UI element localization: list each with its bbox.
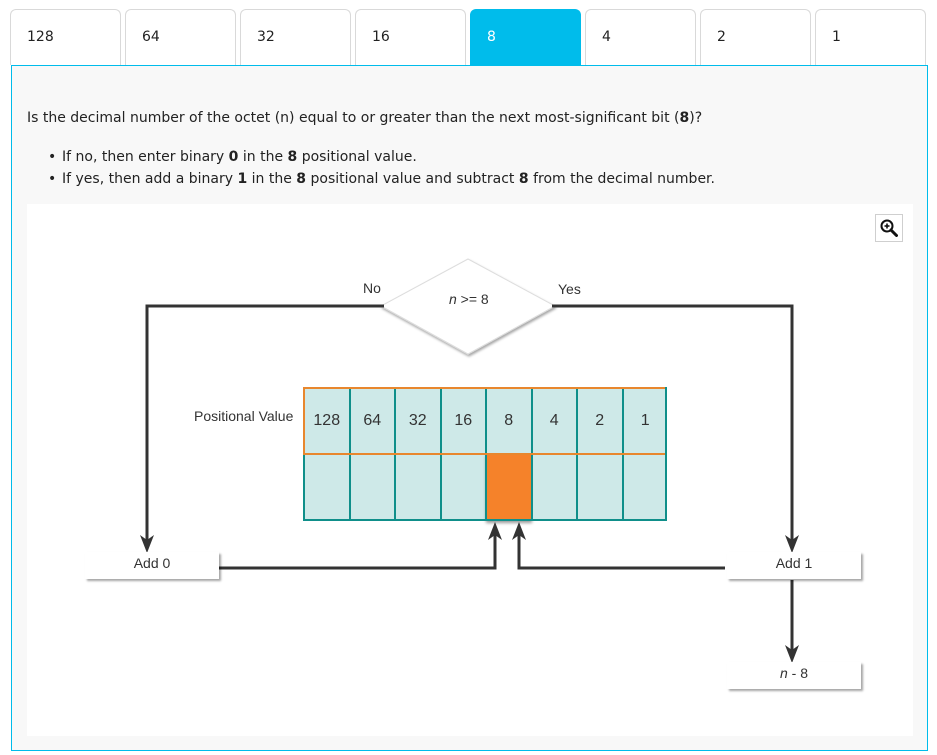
question-bit: 8 bbox=[679, 110, 690, 126]
bullet-text: positional value and subtract bbox=[306, 171, 519, 187]
position-header-1: 1 bbox=[621, 387, 667, 454]
add1-arrowhead bbox=[512, 522, 526, 540]
tab-32[interactable]: 32 bbox=[240, 9, 351, 65]
position-header-32: 32 bbox=[394, 387, 440, 454]
bit-cell-1 bbox=[621, 454, 667, 521]
bullet-text: If yes, then add a binary bbox=[62, 171, 238, 187]
instruction-list: If no, then enter binary 0 in the 8 posi… bbox=[48, 146, 715, 190]
bit-cell-32 bbox=[394, 454, 440, 521]
tab-128[interactable]: 128 bbox=[10, 9, 121, 65]
bullet-text: positional value. bbox=[297, 149, 417, 165]
position-header-2: 2 bbox=[576, 387, 622, 454]
flowchart-diagram: n >= 8 No Yes Positional Value 128 64 32… bbox=[27, 204, 913, 736]
question-text: Is the decimal number of the octet (n) e… bbox=[27, 110, 702, 126]
bit-cell-8-highlighted bbox=[485, 454, 531, 521]
yes-label: Yes bbox=[558, 281, 581, 297]
question-end: )? bbox=[689, 110, 703, 126]
bullet-text: from the decimal number. bbox=[528, 171, 715, 187]
bullet-bold: 8 bbox=[287, 149, 298, 165]
no-path bbox=[145, 304, 384, 544]
add0-arrowhead bbox=[488, 522, 502, 540]
subtract-variable: n bbox=[779, 665, 788, 681]
tab-2[interactable]: 2 bbox=[700, 9, 811, 65]
no-label: No bbox=[363, 280, 381, 296]
bit-cell-2 bbox=[576, 454, 622, 521]
bullet-bold: 0 bbox=[228, 149, 239, 165]
positional-grid: 128 64 32 16 8 4 2 1 bbox=[303, 387, 667, 521]
no-arrowhead bbox=[140, 535, 154, 553]
position-header-64: 64 bbox=[348, 387, 394, 454]
decision-condition: n >= 8 bbox=[449, 291, 489, 307]
position-header-8: 8 bbox=[485, 387, 531, 454]
tab-16[interactable]: 16 bbox=[355, 9, 466, 65]
yes-path bbox=[552, 304, 794, 544]
bullet-text: If no, then enter binary bbox=[62, 149, 229, 165]
position-header-4: 4 bbox=[530, 387, 576, 454]
tab-8[interactable]: 8 bbox=[470, 9, 581, 65]
tab-4[interactable]: 4 bbox=[585, 9, 696, 65]
tab-1[interactable]: 1 bbox=[815, 9, 926, 65]
bit-cell-16 bbox=[439, 454, 485, 521]
subtract-expression: - 8 bbox=[787, 665, 809, 681]
bullet-bold: 1 bbox=[237, 171, 248, 187]
add0-box: Add 0 bbox=[85, 552, 219, 579]
yes-arrowhead bbox=[785, 535, 799, 553]
tab-64[interactable]: 64 bbox=[125, 9, 236, 65]
add0-path bbox=[219, 531, 497, 570]
bullet-bold: 8 bbox=[518, 171, 529, 187]
tab-bar: 128 64 32 16 8 4 2 1 bbox=[10, 9, 928, 66]
zoom-in-icon bbox=[880, 219, 898, 237]
bullet-bold: 8 bbox=[296, 171, 307, 187]
tab-panel: Is the decimal number of the octet (n) e… bbox=[11, 65, 928, 751]
subtract-arrowhead bbox=[785, 645, 799, 663]
flow-lines bbox=[140, 258, 799, 663]
bit-cell-64 bbox=[348, 454, 394, 521]
question-part: Is the decimal number of the octet (n) e… bbox=[27, 110, 680, 126]
header-row-border bbox=[303, 387, 667, 455]
list-item: If yes, then add a binary 1 in the 8 pos… bbox=[48, 168, 715, 190]
add1-path bbox=[517, 531, 725, 570]
positional-value-label: Positional Value bbox=[194, 408, 294, 424]
decision-diamond bbox=[379, 258, 557, 355]
decision-variable: n bbox=[449, 291, 457, 307]
position-header-16: 16 bbox=[439, 387, 485, 454]
bullet-text: in the bbox=[238, 149, 288, 165]
list-item: If no, then enter binary 0 in the 8 posi… bbox=[48, 146, 715, 168]
bullet-text: in the bbox=[247, 171, 297, 187]
subtract-box: n - 8 bbox=[727, 662, 861, 689]
decision-expression: >= 8 bbox=[456, 291, 489, 307]
position-header-128: 128 bbox=[303, 387, 349, 454]
add1-box: Add 1 bbox=[727, 552, 861, 579]
zoom-button[interactable] bbox=[875, 214, 903, 242]
bit-cell-4 bbox=[530, 454, 576, 521]
bit-cell-128 bbox=[303, 454, 349, 521]
